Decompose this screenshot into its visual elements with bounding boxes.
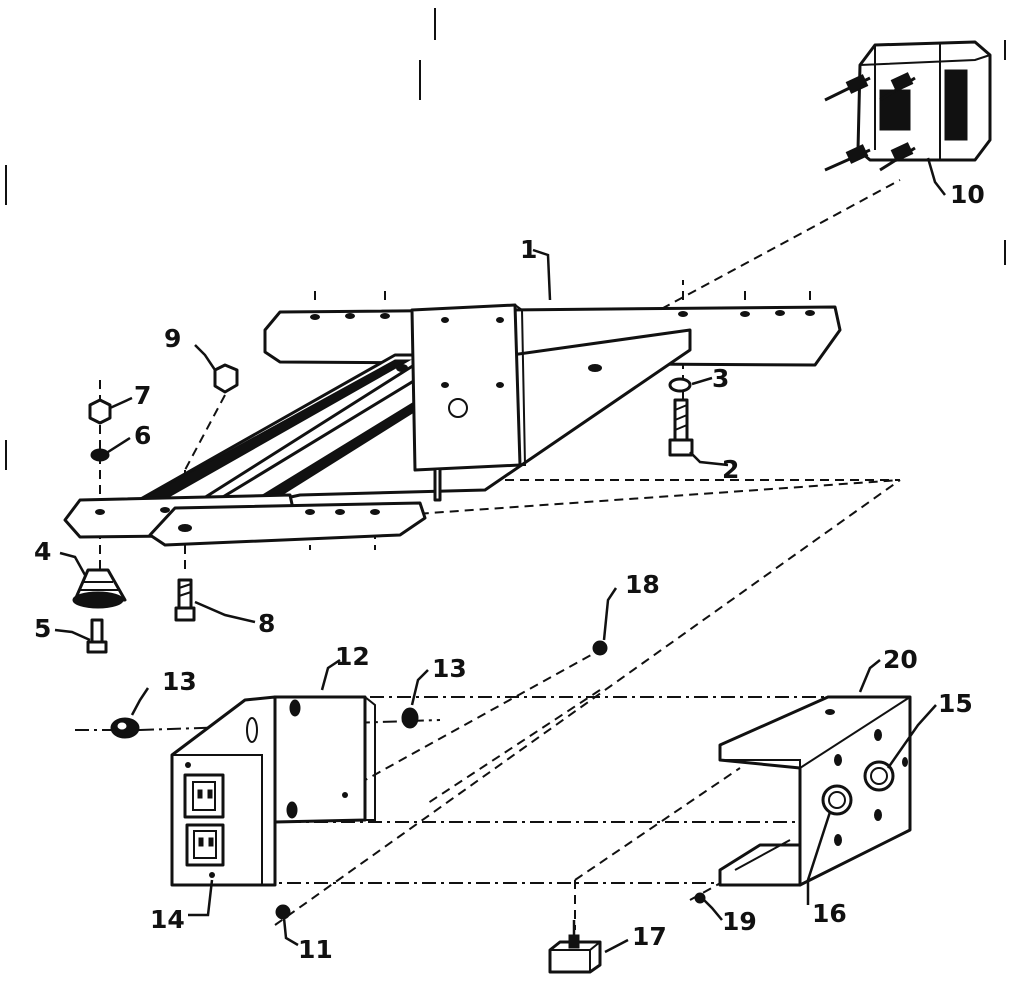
callout-5: 5 — [34, 614, 51, 643]
fasteners — [72, 363, 706, 920]
callout-1: 1 — [520, 235, 537, 264]
callout-8: 8 — [258, 609, 275, 638]
bracket-holes — [95, 310, 815, 532]
callout-13-left: 13 — [162, 667, 197, 696]
callout-10: 10 — [950, 180, 985, 209]
callout-11: 11 — [298, 935, 333, 964]
callout-16: 16 — [812, 899, 847, 928]
callout-7: 7 — [134, 381, 151, 410]
callout-18: 18 — [625, 570, 660, 599]
callout-labels: 1 2 3 4 5 6 7 8 9 10 11 12 13 13 14 15 1… — [34, 180, 985, 964]
callout-17: 17 — [632, 922, 667, 951]
callout-15: 15 — [938, 689, 973, 718]
callout-4: 4 — [34, 537, 51, 566]
toggle-switch-part-17 — [548, 920, 602, 974]
callout-9: 9 — [164, 324, 181, 353]
mounting-bracket-part-1 — [63, 303, 842, 547]
callout-leaders — [54, 157, 946, 954]
relay-part-10 — [824, 40, 992, 172]
callout-20: 20 — [883, 645, 918, 674]
callout-14: 14 — [150, 905, 185, 934]
enclosure-part-20 — [170, 695, 912, 887]
callout-6: 6 — [134, 421, 151, 450]
callout-13-right: 13 — [432, 654, 467, 683]
callout-19: 19 — [722, 907, 757, 936]
callout-3: 3 — [712, 364, 729, 393]
callout-2: 2 — [722, 455, 739, 484]
scan-artifacts — [5, 8, 1006, 470]
callout-12: 12 — [335, 642, 370, 671]
